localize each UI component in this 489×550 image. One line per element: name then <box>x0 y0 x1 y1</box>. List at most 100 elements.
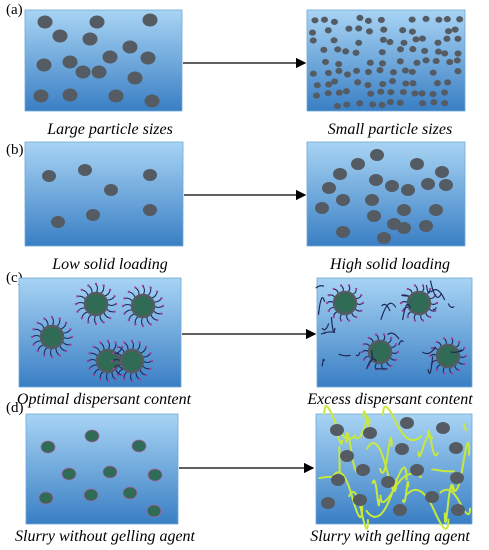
small-particle <box>308 29 316 36</box>
particle-high <box>333 168 347 180</box>
free-dispersant-chain <box>317 297 326 315</box>
small-particle <box>413 59 421 66</box>
small-particle <box>454 50 462 57</box>
dispersant-tip <box>88 367 91 370</box>
dispersant-tip <box>123 312 126 315</box>
dispersant-tip <box>406 315 409 319</box>
particle-no-gel <box>84 429 100 443</box>
dispersant-tip <box>413 319 417 322</box>
particle-high <box>435 166 449 178</box>
particle-high <box>401 184 415 196</box>
dispersant-tip <box>458 368 461 372</box>
small-particle <box>443 16 451 23</box>
large-particle <box>142 13 158 27</box>
dispersant-tip <box>362 342 365 346</box>
free-dispersant-chain <box>320 331 336 335</box>
small-particle <box>342 48 350 55</box>
particle-low <box>78 164 92 176</box>
small-particle <box>387 89 395 96</box>
dispersant-tip <box>450 337 454 340</box>
free-dispersant-chain <box>421 346 437 355</box>
dispersant-tip <box>458 340 461 344</box>
dispersant-tip <box>76 310 79 313</box>
small-particle <box>454 68 462 75</box>
small-particle <box>389 78 397 85</box>
panel-label-a: (a) <box>6 2 23 18</box>
dispersant-tip <box>421 284 425 287</box>
particle-low <box>42 170 56 182</box>
large-particle <box>62 88 78 102</box>
dispersant-tip <box>69 328 72 331</box>
free-dispersant-chain <box>381 303 391 312</box>
dispersant-tip <box>434 309 437 313</box>
caption-excess-dispersant-content: Excess dispersant content <box>307 391 473 408</box>
dispersant-tip <box>76 295 79 298</box>
dispersant-tip <box>382 333 386 336</box>
dispersant-tip <box>99 341 102 344</box>
dispersant-tip <box>114 378 117 381</box>
small-particle <box>313 92 321 99</box>
free-dispersant-chain <box>338 353 351 357</box>
small-particle <box>409 80 417 87</box>
panel-label-b: (b) <box>6 142 24 158</box>
small-particle <box>400 39 408 46</box>
panel-label-c: (c) <box>6 270 23 286</box>
particle-in-gel <box>449 442 463 454</box>
particle-high <box>336 226 350 238</box>
dispersant-tip <box>355 287 358 291</box>
small-particle <box>446 58 454 66</box>
gel-network-strand <box>462 423 468 432</box>
coated-particle-excess <box>367 339 393 365</box>
dispersant-tip <box>108 288 112 292</box>
caption-low-solid-loading: Low solid loading <box>52 256 168 273</box>
dispersant-tip <box>360 309 363 313</box>
particle-high <box>419 220 433 232</box>
small-particle <box>355 25 363 32</box>
dispersant-tip <box>87 284 90 287</box>
free-dispersant-chain <box>430 289 446 301</box>
dispersant-tip <box>87 321 90 324</box>
particle-no-gel <box>131 439 147 453</box>
gel-network-strand <box>443 484 456 524</box>
small-particle <box>419 100 427 107</box>
coated-particle <box>83 291 109 317</box>
dispersant-tip <box>130 339 134 343</box>
dispersant-tip <box>435 340 438 344</box>
particle-high <box>351 158 365 170</box>
dispersant-tip <box>399 301 403 305</box>
small-particle <box>309 37 317 44</box>
small-particle <box>396 99 404 106</box>
dispersant-tip <box>396 350 400 354</box>
small-particle <box>409 46 417 53</box>
small-particle <box>422 57 430 64</box>
large-particle <box>102 50 118 64</box>
particle-in-gel <box>330 424 344 436</box>
small-particle <box>321 58 329 66</box>
small-particle <box>342 88 350 95</box>
coated-particle <box>130 293 156 319</box>
gel-network-strand <box>401 481 410 504</box>
dispersant-tip <box>88 352 91 355</box>
dispersant-tip <box>367 336 370 340</box>
particle-high <box>385 180 399 192</box>
free-dispersant-chain <box>321 323 330 331</box>
dispersant-tip <box>429 315 432 319</box>
coated-particle <box>39 324 65 350</box>
large-particle <box>82 32 98 46</box>
particle-high <box>377 232 391 244</box>
dispersant-tip <box>64 349 68 353</box>
free-dispersant-chain <box>386 332 400 340</box>
dispersant-tip <box>401 309 404 313</box>
gel-network-strand <box>382 405 423 442</box>
dispersant-tip <box>116 345 120 349</box>
dispersant-tip <box>435 368 438 372</box>
small-particle <box>443 35 451 42</box>
particle-in-gel <box>436 422 450 434</box>
free-dispersant-chain <box>401 294 409 297</box>
small-particle <box>379 60 387 67</box>
small-particle <box>453 57 461 64</box>
dispersant-tip <box>430 346 433 350</box>
free-dispersant-chain <box>432 306 437 311</box>
small-particle <box>441 50 449 57</box>
